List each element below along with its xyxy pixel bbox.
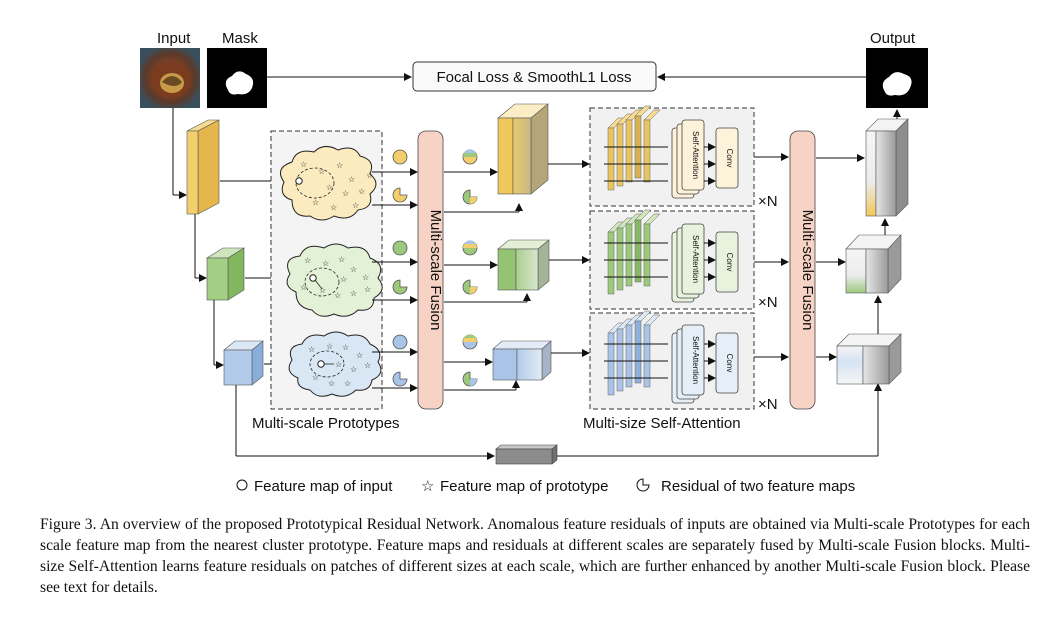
decoder-map-3 [836,333,902,385]
star-icon: ☆ [336,161,343,170]
star-icon: ☆ [342,343,349,352]
star-icon: ☆ [330,203,337,212]
figure-caption: Figure 3. An overview of the proposed Pr… [40,516,1030,596]
star-icon: ☆ [308,345,315,354]
conv-label: Conv [725,354,734,373]
decoder-map-2 [845,234,902,294]
combined-map-3 [492,340,552,381]
combined-map-1 [497,103,549,195]
residual-icon [636,478,650,492]
star-icon: ☆ [366,171,373,180]
residual-icon [392,187,408,203]
architecture-diagram: Input Mask Output Focal Loss & SmoothL1 … [140,30,928,495]
star-icon: ☆ [300,160,307,169]
repeat-n-3: ×N [758,396,778,413]
output-image [866,48,928,108]
star-icon: ☆ [362,273,369,282]
output-label: Output [870,30,916,47]
star-icon: ☆ [340,275,347,284]
star-icon: ☆ [350,265,357,274]
star-icon: ☆ [342,189,349,198]
decoder-map-1 [865,118,909,217]
star-icon: ☆ [350,289,357,298]
conv-label: Conv [725,149,734,168]
input-image [140,48,200,108]
star-icon: ☆ [352,201,359,210]
mask-label: Mask [222,30,258,47]
feature-map-1 [186,119,220,215]
mask-image [207,48,267,108]
repeat-n-2: ×N [758,294,778,311]
star-icon: ☆ [326,183,333,192]
msa-box-1: Self-Attention Conv [589,105,755,207]
circle-icon [392,149,408,165]
fusion-block-1: Multi-scale Fusion [417,130,444,410]
star-icon: ☆ [328,379,335,388]
star-icon: ☆ [322,259,329,268]
star-icon: ☆ [318,167,325,176]
star-icon: ☆ [364,285,371,294]
star-icon: ☆ [344,379,351,388]
star-icon: ☆ [319,286,326,295]
legend-item-residual: Residual of two feature maps [661,478,855,495]
skip-gray-block [495,444,558,465]
star-icon: ☆ [358,187,365,196]
loss-label: Focal Loss & SmoothL1 Loss [436,69,631,86]
feature-map-3 [223,340,264,386]
msa-label: Multi-size Self-Attention [583,415,741,432]
feature-map-2 [205,247,246,301]
residual-icon [462,189,478,205]
fusion-2-label: Multi-scale Fusion [799,210,816,331]
residual-icon [462,279,478,295]
star-icon: ☆ [326,342,333,351]
circle-icon [462,240,478,256]
combined-map-2 [497,239,550,291]
self-attention-label: Self-Attention [691,131,700,179]
fusion-1-label: Multi-scale Fusion [427,210,444,331]
circle-icon [392,240,408,256]
prototype-cloud-1: ☆ ☆ ☆ ☆ ☆ ☆ ☆ ☆ ☆ ☆ ☆ [279,146,377,221]
input-label: Input [157,30,191,47]
star-icon: ☆ [334,291,341,300]
star-icon: ☆ [312,373,319,382]
legend: Feature map of input ☆ Feature map of pr… [236,478,855,495]
star-icon: ☆ [348,175,355,184]
prototypes-label: Multi-scale Prototypes [252,415,400,432]
patch-stack [604,310,668,396]
prototype-cloud-3: ☆ ☆ ☆ ☆ ☆ ☆ ☆ ☆ ☆ ☆ [288,331,382,397]
patch-stack [604,105,668,191]
star-icon: ☆ [312,198,319,207]
residual-icon [392,279,408,295]
self-attention-label: Self-Attention [691,336,700,384]
patch-stack [604,209,668,295]
star-icon: ☆ [364,361,371,370]
star-icon: ☆ [356,351,363,360]
star-icon: ☆ [335,360,342,369]
star-icon: ☆ [304,256,311,265]
circle-icon [462,149,478,165]
fusion-block-2: Multi-scale Fusion [789,130,816,410]
residual-icon [462,371,478,387]
star-icon: ☆ [350,365,357,374]
star-icon: ☆ [338,255,345,264]
msa-box-3: Self-Attention Conv [589,310,755,410]
loss-box: Focal Loss & SmoothL1 Loss [412,61,657,92]
star-icon: ☆ [300,283,307,292]
repeat-n-1: ×N [758,193,778,210]
prototype-cloud-2: ☆ ☆ ☆ ☆ ☆ ☆ ☆ ☆ ☆ ☆ ☆ [286,243,383,317]
legend-item-prototype: Feature map of prototype [440,478,608,495]
residual-icon [392,371,408,387]
circle-icon [392,334,408,350]
self-attention-label: Self-Attention [691,235,700,283]
star-icon: ☆ [421,478,434,495]
circle-icon [236,479,248,491]
circle-icon [462,334,478,350]
legend-item-input: Feature map of input [254,478,393,495]
msa-box-2: Self-Attention Conv [589,209,755,310]
conv-label: Conv [725,253,734,272]
